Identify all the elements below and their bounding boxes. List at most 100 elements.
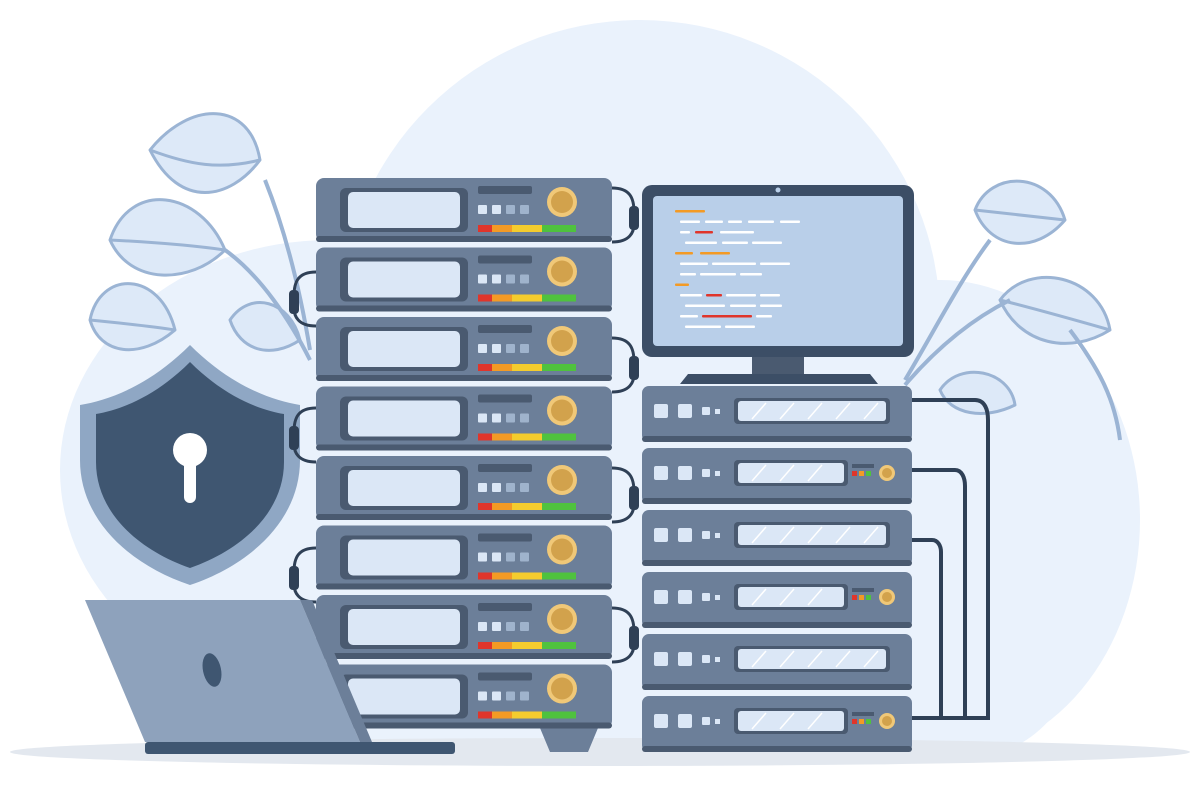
server-unit (316, 317, 612, 381)
vent-slot (478, 325, 532, 333)
status-button (492, 205, 501, 214)
knob-center (551, 191, 573, 213)
server-unit (642, 386, 912, 442)
glare-line (751, 464, 767, 482)
unit-base (316, 722, 612, 729)
server-unit (316, 456, 612, 520)
server-unit (642, 448, 912, 504)
server-unit (642, 634, 912, 690)
led-strip (478, 433, 492, 441)
code-dash (748, 220, 774, 223)
code-dash (680, 315, 698, 318)
status-button (492, 274, 501, 284)
led-strip (492, 294, 512, 302)
led-strip (492, 711, 512, 719)
knob-center (551, 469, 573, 491)
display-panel (348, 192, 460, 228)
led-strip (478, 503, 492, 510)
display-panel (738, 587, 844, 607)
code-dash (685, 304, 725, 307)
glare-line (863, 402, 879, 420)
vent-slot (478, 464, 532, 472)
left-server-rack-icon (316, 178, 612, 752)
glare-line (807, 526, 823, 544)
unit-base (642, 684, 912, 690)
unit-base (316, 236, 612, 242)
status-button (492, 413, 501, 423)
code-dash (675, 252, 693, 255)
vent-slot (852, 588, 874, 592)
status-button (506, 691, 515, 701)
knob-center (551, 538, 573, 561)
led-strip (478, 572, 492, 580)
unit-base (316, 583, 612, 590)
rack-connectors (289, 186, 639, 664)
status-button (506, 205, 515, 214)
code-dash (726, 294, 756, 297)
right-server-rack-icon (642, 386, 912, 752)
led-strip (542, 364, 576, 371)
display-panel (738, 525, 886, 545)
status-button (520, 552, 529, 562)
led-dot (866, 719, 871, 724)
status-button (506, 344, 515, 353)
led-strip (542, 433, 576, 441)
padlock-keyhole-icon (173, 433, 207, 503)
led-strip (542, 711, 576, 719)
code-dash (712, 262, 756, 265)
vent-slot (852, 712, 874, 716)
small-button (715, 719, 720, 724)
cable-plug (289, 290, 299, 314)
code-dash (740, 273, 762, 276)
unit-base (316, 305, 612, 312)
led-strip (512, 225, 542, 232)
display-panel (348, 331, 460, 367)
small-button (702, 469, 710, 477)
status-button (478, 344, 487, 353)
glare-line (807, 712, 823, 730)
led-strip (492, 433, 512, 441)
code-dash (700, 252, 730, 255)
display-panel (348, 609, 460, 645)
glare-line (779, 526, 795, 544)
glare-line (751, 526, 767, 544)
code-lines (675, 210, 800, 328)
server-unit (316, 178, 612, 242)
glare-line (779, 402, 795, 420)
status-button (506, 552, 515, 562)
code-dash (705, 220, 723, 223)
led-strip (512, 642, 542, 649)
vent-slot (478, 255, 532, 264)
small-button (715, 409, 720, 414)
square-button (678, 404, 692, 418)
led-strip (512, 294, 542, 302)
led-strip (512, 433, 542, 441)
glare-line (807, 650, 823, 668)
unit-base (316, 444, 612, 451)
led-dot (852, 595, 857, 600)
status-button (520, 413, 529, 423)
led-strip (478, 364, 492, 371)
status-button (478, 691, 487, 701)
vent-slot (478, 672, 532, 681)
glare-line (779, 588, 795, 606)
code-dash (752, 241, 782, 244)
led-strip (512, 364, 542, 371)
status-button (506, 483, 515, 492)
code-dash (730, 304, 756, 307)
vent-slot (478, 394, 532, 403)
small-button (702, 717, 710, 725)
square-button (678, 652, 692, 666)
glare-line (751, 712, 767, 730)
glare-line (779, 650, 795, 668)
code-dash (720, 231, 754, 234)
glare-line (863, 650, 879, 668)
small-button (702, 407, 710, 415)
shield-icon (80, 345, 300, 585)
glare-line (835, 402, 851, 420)
rack-foot (540, 728, 598, 752)
server-unit (316, 247, 612, 312)
code-dash (780, 220, 800, 223)
led-strip (542, 294, 576, 302)
square-button (678, 590, 692, 604)
